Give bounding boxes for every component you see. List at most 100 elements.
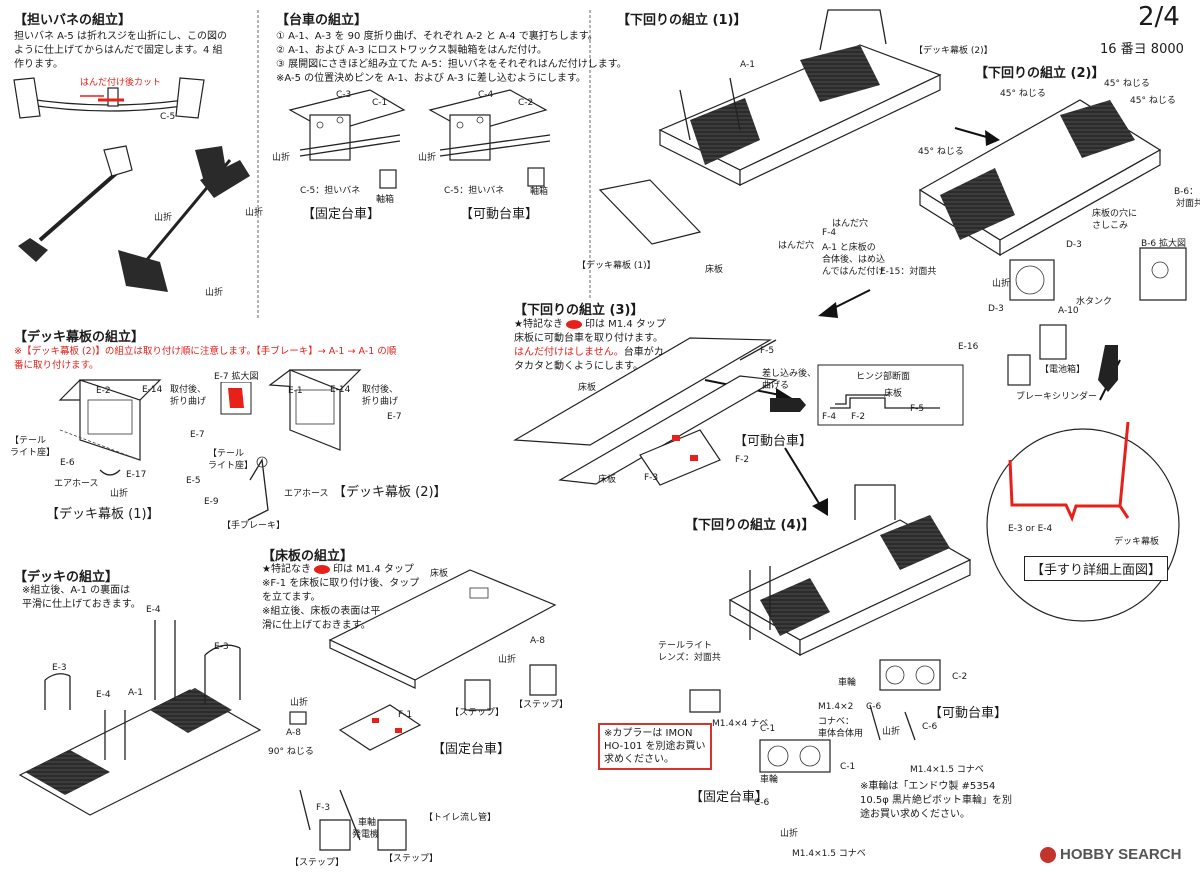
hinge-f2: F-2 [851,412,866,422]
spring-title: 【担いバネの組立】 [14,13,132,28]
under3-movable: 【可動台車】 [734,434,813,449]
deck-e6: E-6 [60,458,75,468]
under2-battery: 【電池箱】 [1040,365,1086,375]
under3-line-1: ★特記なき印は M1.4 タップ [514,319,666,330]
deck-tail-2: 【テール [208,449,245,459]
bogie-c2: C-2 [518,98,534,108]
bogie-movable-c5: C-5：担いバネ [444,186,505,196]
bogie-fixed-c5: C-5：担いバネ [300,186,361,196]
under1-f4-note-3: んではんだ付け [822,267,885,277]
deckasm-e3-b: E-3 [214,642,229,652]
floor-twist: 90° ねじる [268,747,314,757]
under4-m14x4: M1.4×4 ナベ [712,719,769,729]
deck-note-2: 番に取り付けます。 [14,360,99,371]
deck-board-2-drawing [220,369,362,521]
underframe-2-drawing [918,99,1187,386]
floor-title: 【床板の組立】 [262,549,354,564]
under4-c6-b: C-6 [922,722,938,732]
movable-bogie-drawing [428,89,551,187]
bogie-line-2: ② A-1、および A-3 にロストワックス製軸箱をはんだ付け。 [276,45,547,56]
wheel-note-line-2: 10.5φ 黒片絶ピボット車輪」を別 [860,795,1013,806]
under1-f4: F-4 [822,228,837,238]
under2-b6-b: 対面共 [1176,199,1200,209]
coupler-note-line: 求めください。 [604,754,674,765]
under2-twist-3: 45° ねじる [1130,96,1176,106]
under2-a10: A-10 [1058,306,1079,316]
spring-line-1: 担いバネ A-5 は折れスジを山折にし、この図の [14,31,227,42]
coupler-note: ※カプラーは IMON HO-101 を別途お買い 求めください。 [598,723,712,770]
under1-a1: A-1 [740,60,755,70]
deck-tail-1b: ライト座】 [10,448,56,458]
floor-line-5: 滑に仕上げておきます。 [262,620,371,631]
deckasm-line-1: ※組立後、A-1 の裏面は [22,585,131,596]
floor-floor: 床板 [430,569,449,579]
floor-step-2: 【ステップ】 [514,700,569,710]
hand-pointer-icon [770,398,806,412]
deck-air-1: エアホース [54,479,99,489]
under1-solder-2: はんだ穴 [832,219,869,229]
logo-icon [1040,846,1056,863]
floor-step-1: 【ステップ】 [450,708,505,718]
under3-title: 【下回りの組立 (3)】 [514,303,644,318]
under4-fold-2: 山折 [780,829,799,839]
deck-bend-2: 折り曲げ [362,397,399,407]
spring-part: C-5 [160,112,176,122]
under2-title: 【下回りの組立 (2)】 [975,66,1105,81]
floor-axle-1: 車軸 [358,818,377,828]
deck-e2: E-2 [96,386,111,396]
hinge-f4: F-4 [822,412,837,422]
under4-kona-2: 車体合体用 [818,729,864,739]
under4-c6-a: C-6 [866,702,882,712]
deck-handbrake: 【手ブレーキ】 [222,521,286,531]
handrail-detail-drawing [986,421,1180,622]
bogie-fixed-box: 軸箱 [376,195,395,205]
deck-e17: E-17 [126,470,147,480]
under2-twist-1: 45° ねじる [1104,79,1150,89]
red-dot-icon [313,564,330,574]
under4-c6-c: C-6 [754,798,770,808]
coupler-note-line: ※カプラーは IMON [604,728,693,739]
under1-f4-note-1: A-1 と床板の [822,243,876,253]
deck-e5: E-5 [186,476,201,486]
watermark: HOBBY SEARCH [1040,846,1181,863]
deckasm-e4-a: E-4 [146,605,161,615]
under4-title: 【下回りの組立 (4)】 [685,518,815,533]
bogie-movable-fold: 山折 [418,153,437,163]
under2-d3-a: D-3 [1066,240,1082,250]
deckasm-line-2: 平滑に仕上げておきます。 [22,599,141,610]
under4-tail-1: テールライト [658,641,713,651]
floor-line-4: ※組立後、床板の表面は平 [262,606,381,617]
under2-fold: 山折 [992,279,1011,289]
under2-twist-4: 45° ねじる [918,147,964,157]
deck-note-1: ※【デッキ幕板 (2)】の組立は取り付け順に注意します。【手ブレーキ】→ A-1… [14,346,397,357]
floor-toilet: 【トイレ流し管】 [424,813,497,823]
bogie-c4: C-4 [478,90,494,100]
under1-f4-note-2: 合体後、はめ込 [822,255,886,265]
spring-bend-drawing [18,145,250,292]
spring-line-3: 作ります。 [14,59,63,70]
floor-step-3: 【ステップ】 [290,858,345,868]
under1-title: 【下回りの組立 (1)】 [617,13,747,28]
deck-e9: E-9 [204,497,219,507]
under2-brake: ブレーキシリンダー [1016,392,1098,402]
deckasm-title: 【デッキの組立】 [14,570,119,585]
deck-title: 【デッキ幕板の組立】 [14,330,145,345]
under4-fold-1: 山折 [882,727,901,737]
hinge-title: ヒンジ部断面 [856,372,911,382]
floor-a8-a: A-8 [530,636,545,646]
under3-line-3: はんだ付けはしません。台車がカ [514,347,664,358]
under3-line-4: タカタと動くようにします。 [514,361,643,372]
under1-floor: 床板 [705,265,724,275]
deck-caption-2: 【デッキ幕板 (2)】 [333,485,447,500]
under1-deck1: 【デッキ幕板 (1)】 [577,261,656,271]
under3-f2: F-2 [735,455,750,465]
under4-movable: 【可動台車】 [929,706,1008,721]
deck-e7-b: E-7 [387,412,402,422]
page-number: 2/4 [1138,2,1180,32]
deck-tail-2b: ライト座】 [208,461,254,471]
underframe-3-drawing [513,337,778,486]
bogie-c3: C-3 [336,90,352,100]
deck-caption-1: 【デッキ幕板 (1)】 [46,507,160,522]
under2-e15: E-15：対面共 [880,267,937,277]
spring-line-2: ように仕上げてからはんだで固定します。4 組 [14,45,223,56]
